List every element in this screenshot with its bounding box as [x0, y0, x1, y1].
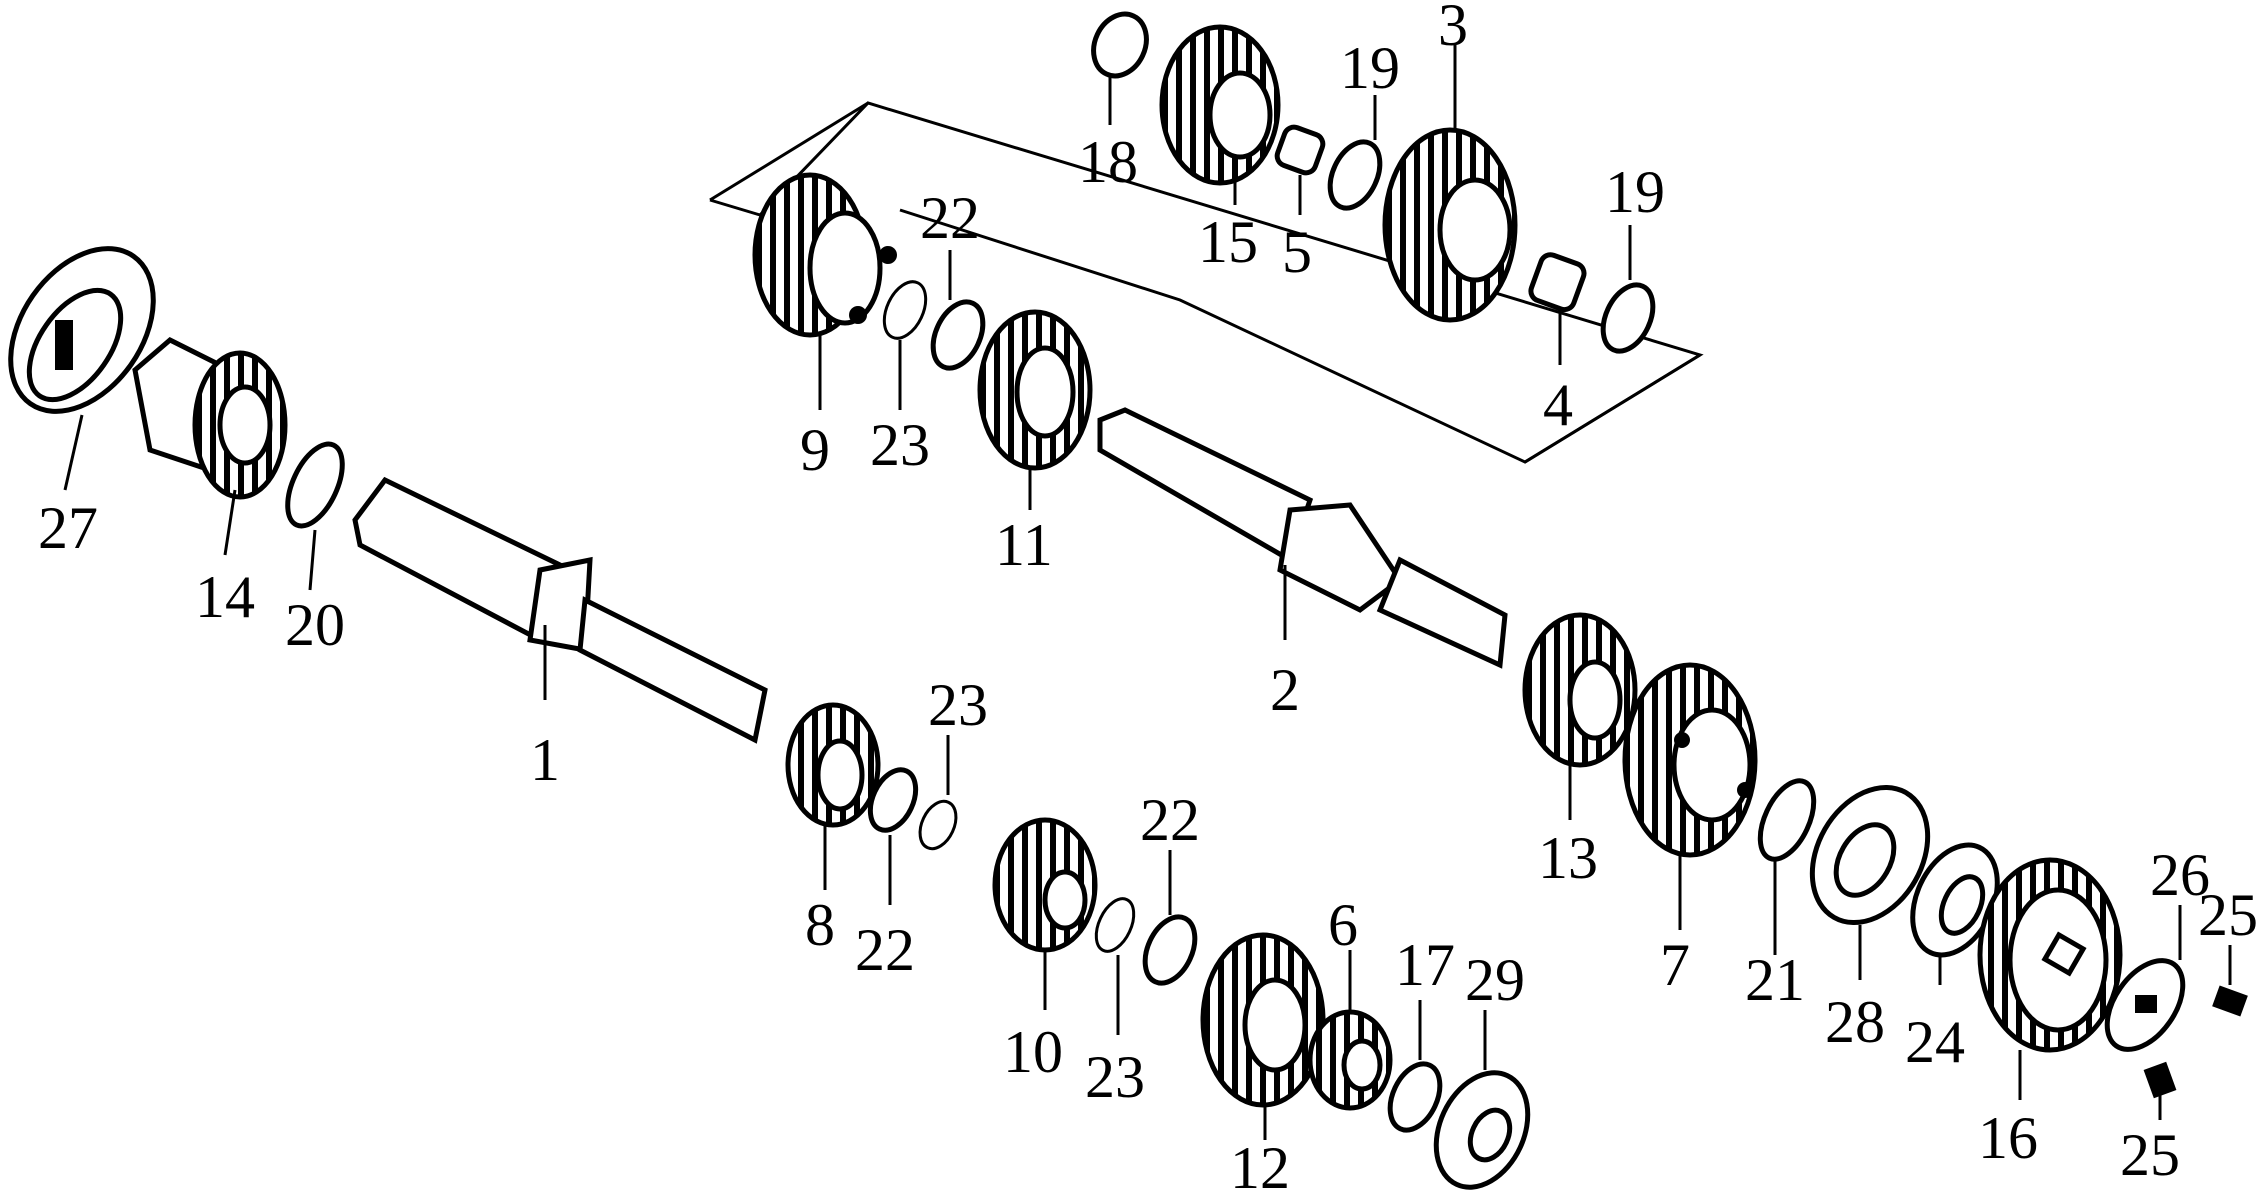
- part-20-washer: [285, 441, 345, 529]
- label-29: 29: [1465, 947, 1525, 1013]
- part-10-gear: [992, 817, 1098, 953]
- part-27-bearing: [8, 246, 156, 414]
- part-24-seal: [1910, 842, 2000, 958]
- label-26: 26: [2150, 842, 2210, 908]
- label-14: 14: [195, 564, 255, 630]
- label-22a: 22: [920, 185, 980, 251]
- label-8: 8: [805, 892, 835, 958]
- bracket-line-2: [709, 101, 869, 202]
- part-29-bearing: [1433, 1070, 1531, 1190]
- bracket-line-3: [1524, 353, 1701, 464]
- part-16-sprocket: [1977, 857, 2123, 1053]
- label-22c: 22: [1140, 787, 1200, 853]
- part-7-gear: [1622, 662, 1758, 858]
- part-1-main-shaft: [352, 476, 768, 744]
- part-21-washer: [1757, 778, 1817, 862]
- label-13: 13: [1538, 825, 1598, 891]
- part-23-circlip-upper: [882, 280, 928, 340]
- part-6-gear: [1307, 1009, 1393, 1111]
- label-19b: 19: [1605, 159, 1665, 225]
- label-12: 12: [1230, 1135, 1290, 1191]
- part-18-washer: [1091, 11, 1149, 79]
- part-17-washer: [1387, 1061, 1443, 1133]
- leader-lines: [63, 45, 2232, 1140]
- label-25b: 25: [2120, 1122, 2180, 1188]
- part-25-bolt-upper: [2212, 985, 2248, 1017]
- label-27: 27: [38, 495, 98, 561]
- part-8-gear: [785, 702, 881, 828]
- label-4: 4: [1543, 372, 1573, 438]
- part-9-gear: [752, 172, 897, 338]
- part-28-bearing: [1809, 784, 1931, 926]
- label-2: 2: [1270, 657, 1300, 723]
- label-19a: 19: [1340, 35, 1400, 101]
- part-12-gear: [1200, 932, 1326, 1108]
- label-22b: 22: [855, 917, 915, 983]
- label-1: 1: [530, 727, 560, 793]
- label-25a: 25: [2198, 882, 2258, 948]
- label-18: 18: [1078, 129, 1138, 195]
- part-15-gear: [1159, 24, 1281, 186]
- label-9: 9: [800, 417, 830, 483]
- part-19-washer-left: [1327, 139, 1383, 211]
- label-23c: 23: [1085, 1044, 1145, 1110]
- part-26-lock-plate: [2104, 958, 2186, 1052]
- label-5: 5: [1282, 219, 1312, 285]
- label-3: 3: [1438, 0, 1468, 58]
- part-11-gear: [977, 309, 1093, 471]
- label-21: 21: [1745, 947, 1805, 1013]
- label-10: 10: [1003, 1019, 1063, 1085]
- label-28: 28: [1825, 989, 1885, 1055]
- part-19-washer-right: [1600, 282, 1656, 354]
- part-5-bushing: [1274, 124, 1326, 176]
- part-14-gear: [132, 337, 288, 500]
- label-17: 17: [1395, 932, 1455, 998]
- label-6: 6: [1328, 892, 1358, 958]
- part-13-gear: [1522, 612, 1638, 768]
- part-23-circlip-lower-left: [918, 799, 958, 851]
- label-7: 7: [1660, 932, 1690, 998]
- part-22-washer-lower-right: [1142, 914, 1198, 986]
- part-22-washer-upper: [930, 299, 986, 371]
- label-16: 16: [1978, 1105, 2038, 1171]
- part-4-bushing: [1528, 252, 1587, 313]
- label-11: 11: [995, 512, 1053, 578]
- label-20: 20: [285, 592, 345, 658]
- label-23a: 23: [870, 412, 930, 478]
- label-15: 15: [1198, 209, 1258, 275]
- bracket-line-1: [709, 198, 761, 217]
- label-23b: 23: [928, 672, 988, 738]
- part-2-counter-shaft: [1097, 407, 1508, 669]
- part-23-circlip-lower-right: [1094, 897, 1136, 953]
- label-24: 24: [1905, 1009, 1965, 1075]
- part-25-bolt-lower: [2143, 1061, 2177, 1099]
- part-3-gear: [1382, 127, 1518, 323]
- part-22-washer-lower-left: [867, 767, 919, 833]
